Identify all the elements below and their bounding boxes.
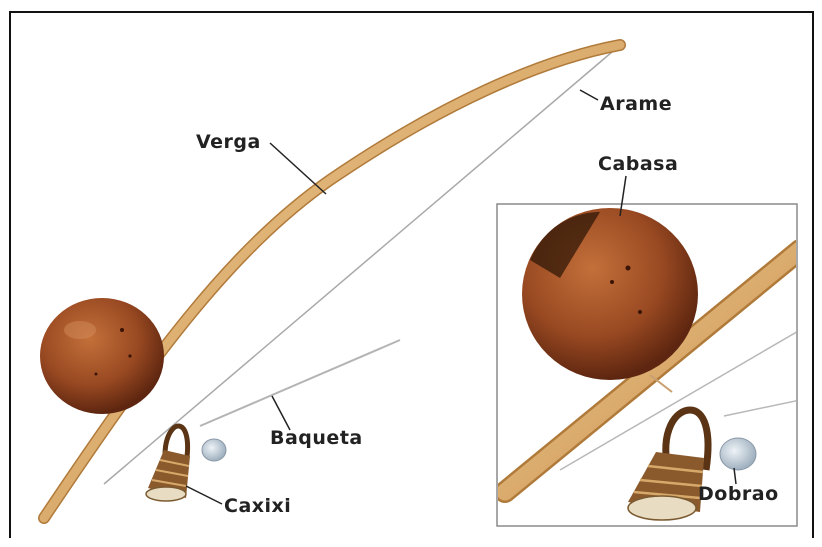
dobrao-coin [202, 439, 226, 461]
cabasa-gourd [40, 298, 164, 414]
label-verga: Verga [196, 131, 261, 153]
baqueta-stick [200, 340, 400, 426]
caxixi-rattle [146, 426, 190, 501]
caxixi-leader [186, 486, 222, 504]
label-dobrao: Dobrao [698, 483, 779, 505]
label-arame: Arame [600, 93, 672, 115]
baqueta-leader [272, 396, 290, 430]
gourd-highlight [64, 321, 96, 339]
inset-detail [497, 204, 800, 526]
label-caxixi: Caxixi [224, 495, 291, 517]
arame-leader [580, 90, 598, 100]
dobrao-coin-detail [720, 438, 756, 470]
verga-leader [270, 143, 326, 194]
label-baqueta: Baqueta [270, 427, 363, 449]
label-cabasa: Cabasa [598, 153, 678, 175]
